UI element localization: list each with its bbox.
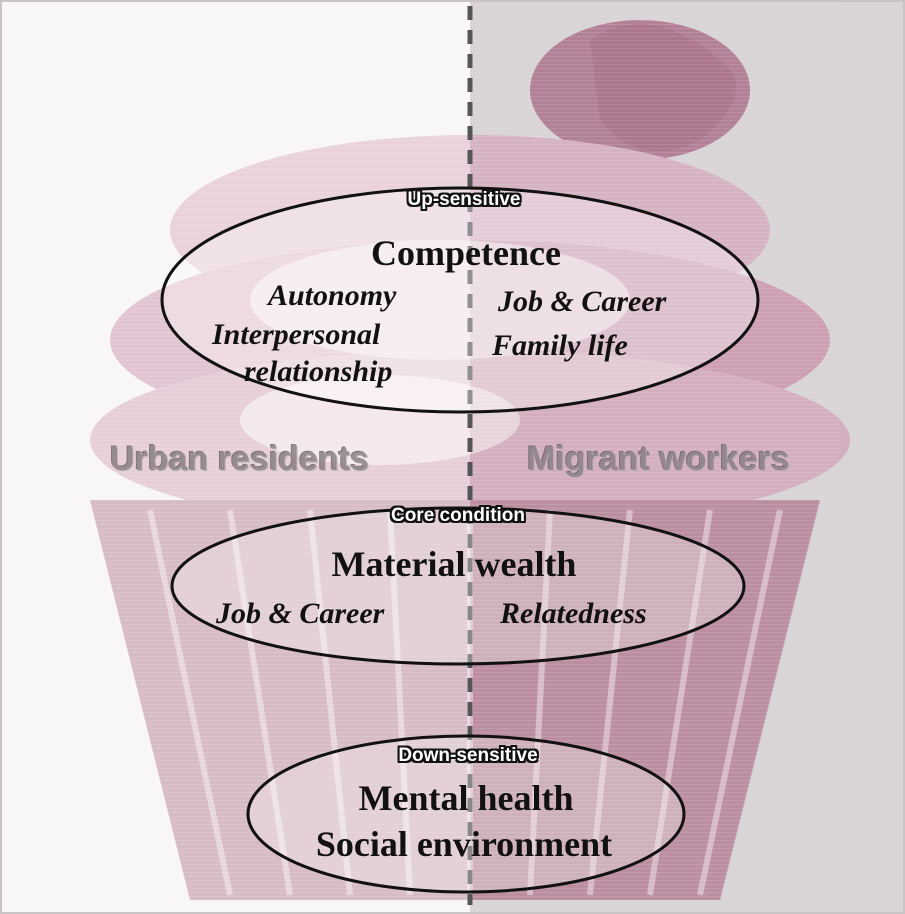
left-half-wash — [0, 0, 470, 914]
up-sensitive-ellipse — [160, 186, 760, 414]
migrant-workers-label: Migrant workers — [527, 440, 790, 478]
cupcake-illustration — [80, 0, 850, 914]
autonomy-label: Autonomy — [268, 279, 397, 312]
job-career-up-label: Job & Career — [498, 285, 667, 318]
core-condition-ellipse — [170, 506, 746, 666]
mental-health-label: Mental health — [358, 778, 574, 818]
competence-label: Competence — [371, 233, 561, 273]
interpersonal-label: Interpersonal — [212, 318, 381, 351]
job-career-core-label: Job & Career — [216, 597, 385, 630]
relatedness-label: Relatedness — [500, 597, 647, 630]
social-environment-label: Social environment — [315, 824, 613, 864]
down-sensitive-tag: Down-sensitive — [398, 745, 538, 766]
relationship-label: relationship — [244, 355, 393, 388]
material-wealth-label: Material wealth — [331, 544, 577, 584]
up-sensitive-tag: Up-sensitive — [407, 189, 521, 210]
down-sensitive-ellipse — [246, 734, 686, 894]
family-life-label: Family life — [492, 329, 628, 362]
core-condition-tag: Core condition — [390, 505, 526, 526]
urban-residents-label: Urban residents — [110, 440, 369, 478]
